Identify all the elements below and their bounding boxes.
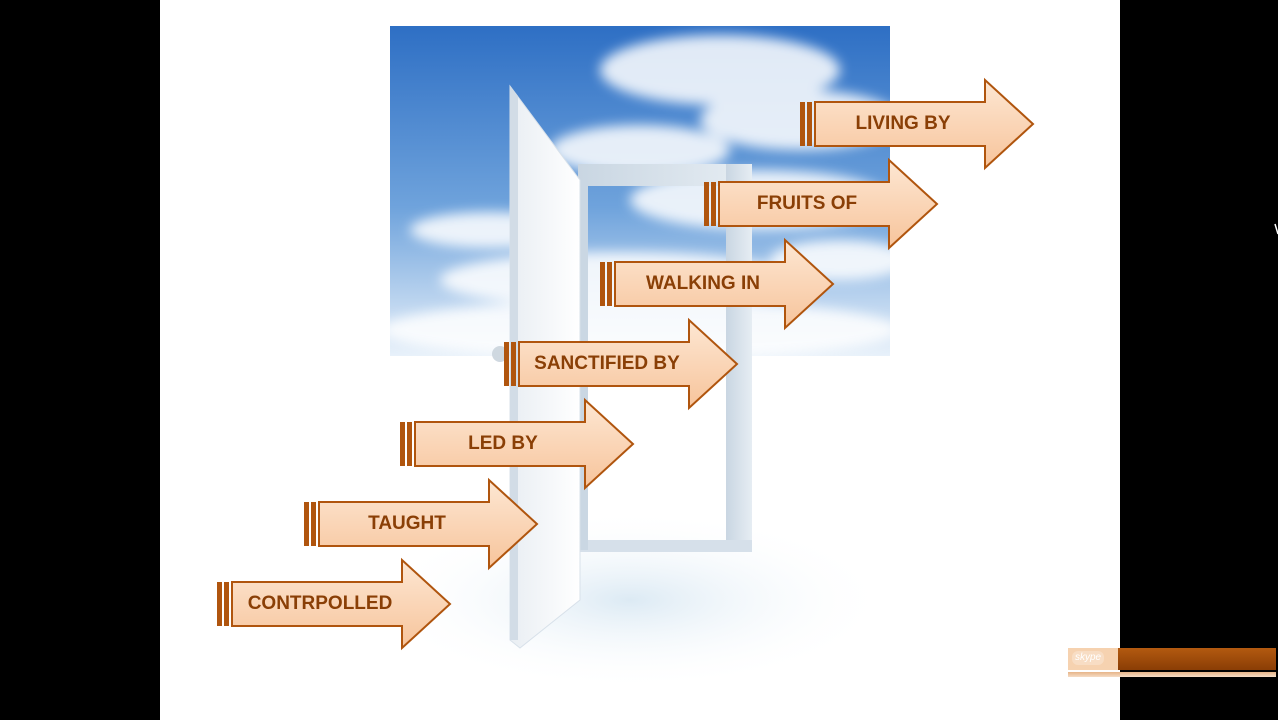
- arrow-label: TAUGHT: [368, 513, 446, 534]
- arrow-living-by[interactable]: LIVING BY: [799, 76, 1039, 172]
- window-edge-mark: [1274, 223, 1278, 235]
- arrow-contrpolled[interactable]: CONTRPOLLED: [216, 556, 456, 652]
- presentation-slide: CONTRPOLLED TAUGHT LED BY SANCTIFIED BY WALK…: [160, 0, 1120, 720]
- arrow-label: LIVING BY: [855, 113, 951, 134]
- skype-logo: skype: [1072, 651, 1105, 665]
- arrow-shape: [400, 397, 635, 491]
- arrow-led-by[interactable]: LED BY: [399, 396, 639, 492]
- arrow-fruits-of[interactable]: FRUITS OF: [703, 156, 943, 252]
- arrow-label: FRUITS OF: [756, 193, 858, 214]
- arrow-shape: [304, 477, 539, 571]
- arrow-label: LED BY: [468, 433, 538, 454]
- arrow-shape: [600, 237, 835, 331]
- arrow-shape: [504, 317, 739, 411]
- arrow-shape: [217, 557, 452, 651]
- skype-call-bar[interactable]: skype: [1068, 646, 1278, 680]
- arrow-shape: [800, 77, 1035, 171]
- arrow-sanctified-by[interactable]: SANCTIFIED BY: [503, 316, 743, 412]
- arrow-taught[interactable]: TAUGHT: [303, 476, 543, 572]
- arrow-walking-in[interactable]: WALKING IN: [599, 236, 839, 332]
- arrow-label: SANCTIFIED BY: [534, 353, 680, 374]
- arrow-label: WALKING IN: [646, 273, 760, 294]
- arrow-shape: [704, 157, 939, 251]
- arrow-label: CONTRPOLLED: [247, 593, 393, 614]
